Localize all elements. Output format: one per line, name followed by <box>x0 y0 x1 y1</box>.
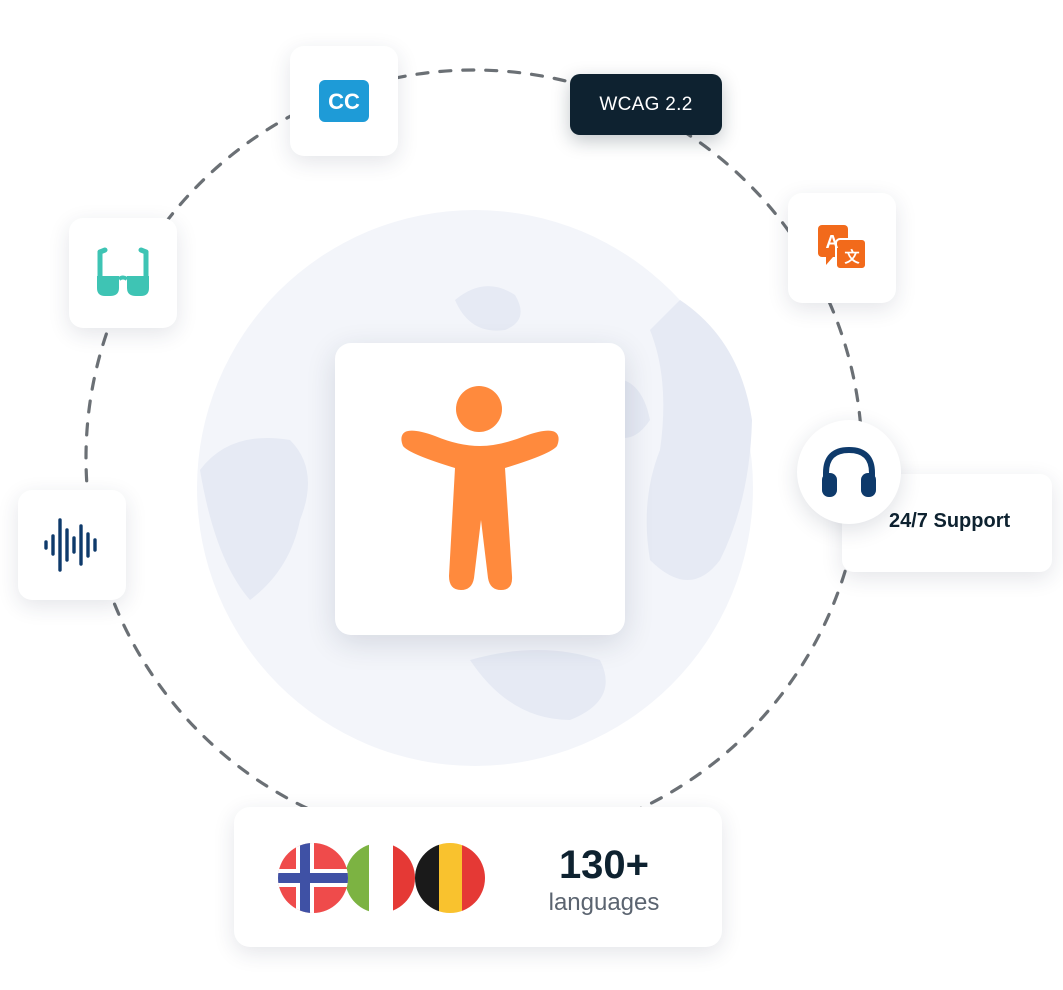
support-label: 24/7 Support <box>889 510 1011 532</box>
translate-letter-b: 文 <box>844 248 860 266</box>
wcag-label: WCAG 2.2 <box>599 93 693 115</box>
translate-letter-a: A <box>826 232 839 252</box>
translate-icon: A 文 <box>818 225 866 270</box>
glasses-icon <box>97 247 149 296</box>
accessibility-person-icon <box>401 386 559 590</box>
accessibility-card[interactable] <box>335 343 625 635</box>
support-icon-badge <box>797 420 901 524</box>
norway-flag <box>278 843 348 913</box>
glasses-card[interactable] <box>69 218 177 328</box>
belgium-flag <box>415 843 485 913</box>
audio-card[interactable] <box>18 490 126 600</box>
languages-label: languages <box>548 889 660 916</box>
wcag-badge: WCAG 2.2 <box>570 74 722 135</box>
translate-card[interactable]: A 文 <box>788 193 896 303</box>
languages-count: 130+ <box>558 843 650 887</box>
cc-text: CC <box>328 89 360 114</box>
languages-card[interactable]: 130+ languages <box>234 807 722 947</box>
closed-captions-card[interactable]: CC <box>290 46 398 156</box>
sound-wave-icon <box>44 518 97 572</box>
headphones-icon <box>822 446 876 497</box>
italy-flag <box>345 843 415 913</box>
closed-captions-icon: CC <box>319 80 369 122</box>
flags-group <box>278 843 485 913</box>
